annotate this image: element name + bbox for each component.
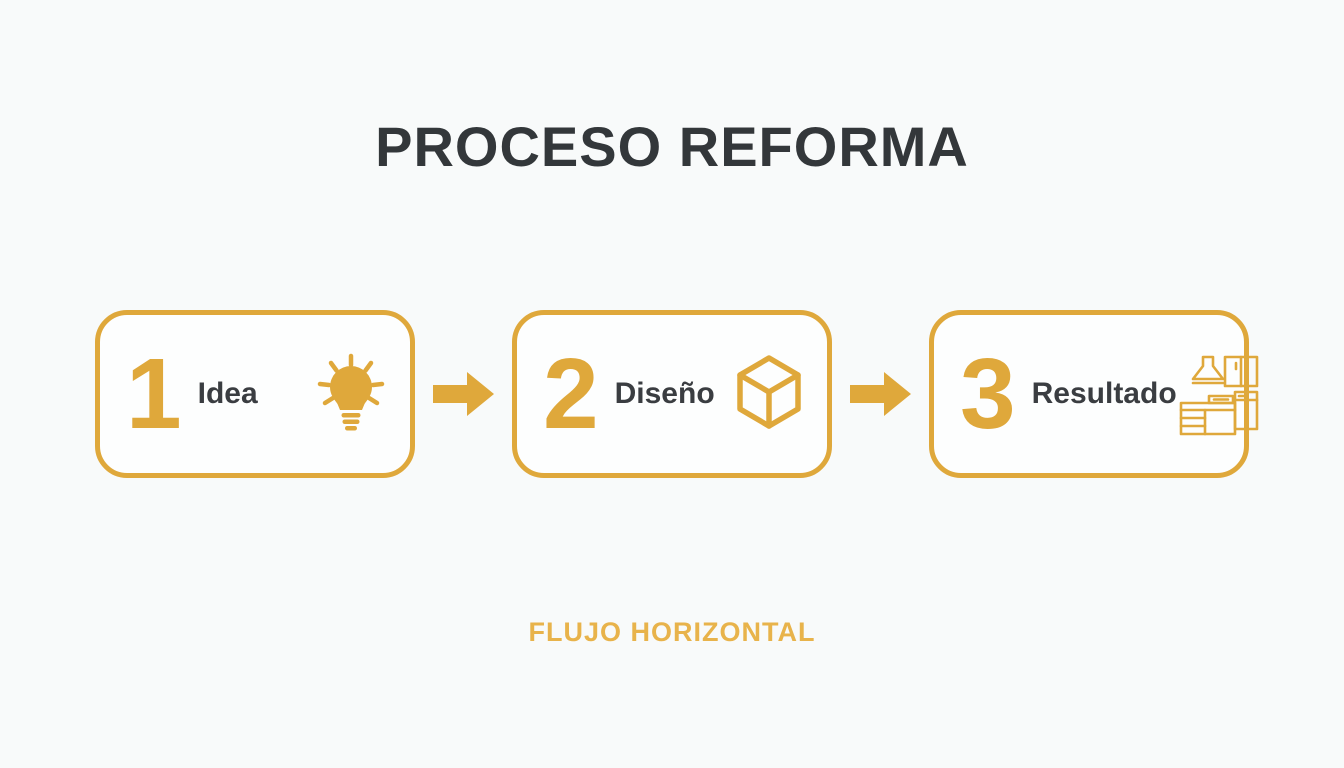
step-label: Idea — [197, 377, 258, 410]
flow-caption: FLUJO HORIZONTAL — [528, 617, 816, 647]
step-card-resultado: 3 Resultado — [929, 310, 1258, 478]
step-card-diseno: 2 Diseño — [512, 310, 832, 478]
kitchen-icon — [1177, 352, 1261, 436]
arrow-right-icon — [432, 371, 495, 417]
cube-icon — [729, 352, 809, 436]
step-label: Diseño — [614, 377, 715, 410]
arrow-right-icon — [849, 371, 912, 417]
lightbulb-icon — [310, 351, 392, 437]
step-card-idea: 1 Idea — [95, 310, 415, 478]
step-label: Resultado — [1031, 377, 1177, 410]
step-number: 1 — [126, 338, 182, 450]
process-flow: 1 Idea — [95, 310, 1258, 478]
step-number: 2 — [543, 338, 599, 450]
page-title: PROCESO REFORMA — [375, 115, 969, 178]
step-number: 3 — [960, 338, 1016, 450]
